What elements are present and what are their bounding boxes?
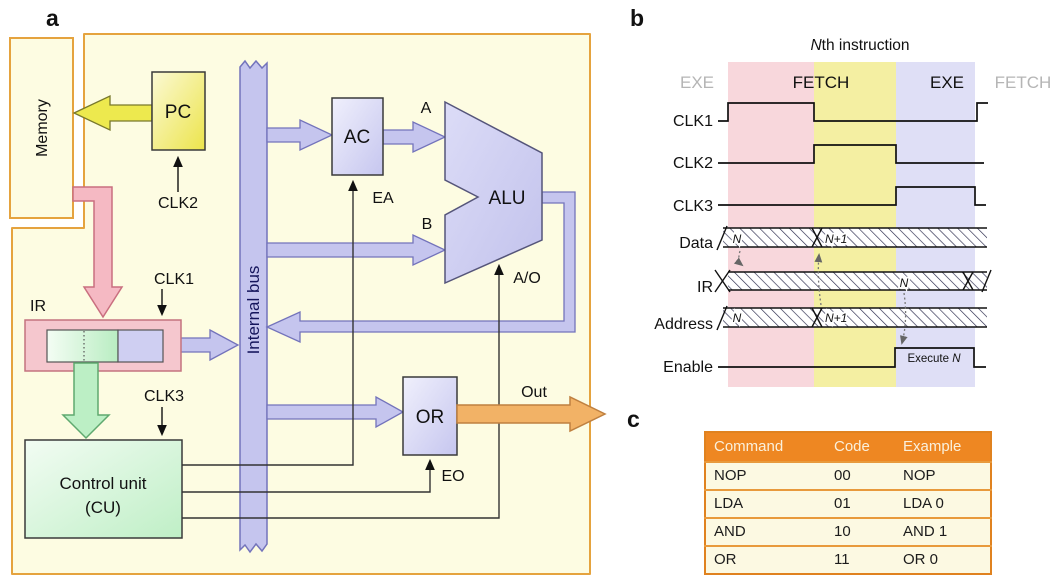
table-header-row: Command Code Example bbox=[705, 432, 991, 462]
ac-label: AC bbox=[344, 127, 370, 148]
table-row: AND 10 AND 1 bbox=[705, 517, 991, 546]
alu-output-path bbox=[265, 191, 576, 344]
ea-label: EA bbox=[372, 190, 394, 207]
signal-data: Data bbox=[679, 235, 713, 252]
or-label: OR bbox=[416, 407, 445, 428]
clk3-waveform bbox=[718, 186, 986, 206]
cu-label-line2: (CU) bbox=[85, 498, 121, 517]
clk3-label: CLK3 bbox=[144, 388, 184, 405]
ir-to-cu-arrow bbox=[61, 362, 111, 440]
panel-b-title: Nth instruction bbox=[810, 37, 909, 54]
bus-to-ac-arrow bbox=[266, 118, 334, 152]
clk2-label: CLK2 bbox=[158, 195, 198, 212]
signal-clk2: CLK2 bbox=[673, 155, 713, 172]
cu-label-line1: Control unit bbox=[60, 474, 147, 493]
pc-box bbox=[151, 71, 206, 151]
panel-c-label: c bbox=[627, 406, 640, 432]
eo-label: EO bbox=[441, 468, 464, 485]
memory-to-ir-arrow bbox=[72, 186, 124, 319]
ao-label: A/O bbox=[513, 270, 541, 287]
panel-b-timing: b Nth instruction EXE FETCH EXE FETCH CL… bbox=[630, 5, 1050, 387]
col-command: Command bbox=[705, 432, 826, 462]
band-fetch bbox=[728, 62, 814, 387]
signal-clk1: CLK1 bbox=[673, 113, 713, 130]
input-b-label: B bbox=[422, 216, 433, 233]
ir-to-enable-arrow bbox=[900, 292, 908, 345]
cu-eo-line bbox=[182, 458, 435, 493]
col-code: Code bbox=[826, 432, 895, 462]
panel-a-label: a bbox=[46, 5, 59, 31]
cu-ea-line bbox=[182, 179, 358, 466]
address-to-data-arrow bbox=[814, 253, 823, 306]
phase-exe: EXE bbox=[930, 73, 964, 92]
addr-val-n: N bbox=[733, 311, 742, 325]
or-out-arrow bbox=[456, 395, 607, 433]
ir-val-n: N bbox=[900, 276, 909, 290]
table-row: LDA 01 LDA 0 bbox=[705, 489, 991, 518]
pc-label: PC bbox=[165, 102, 191, 123]
enable-waveform bbox=[718, 347, 986, 368]
table-row: NOP 00 NOP bbox=[705, 461, 991, 490]
addr-val-n1: N+1 bbox=[825, 311, 847, 325]
address-bus-row: N N+1 bbox=[716, 305, 987, 331]
signal-address: Address bbox=[654, 316, 713, 333]
phase-fetch-next: FETCH bbox=[995, 73, 1050, 92]
alu-shape bbox=[444, 100, 543, 285]
clk2-waveform bbox=[718, 144, 984, 164]
bus-to-alu-b-arrow bbox=[266, 233, 447, 267]
memory-box bbox=[9, 37, 74, 219]
internal-bus-label: Internal bus bbox=[244, 266, 263, 355]
signal-ir: IR bbox=[697, 279, 713, 296]
bus-to-or-arrow bbox=[266, 395, 405, 429]
memory-label: Memory bbox=[34, 99, 51, 157]
ir-opcode-field bbox=[46, 329, 119, 363]
data-val-n: N bbox=[733, 232, 742, 246]
data-to-ir-arrow bbox=[733, 250, 744, 267]
ir-label: IR bbox=[30, 298, 46, 315]
out-label: Out bbox=[521, 384, 547, 401]
internal-bus bbox=[239, 59, 268, 554]
ac-to-alu-arrow bbox=[382, 120, 447, 154]
signal-enable: Enable bbox=[663, 359, 713, 376]
phase-exe-prev: EXE bbox=[680, 73, 714, 92]
phase-fetch: FETCH bbox=[793, 73, 850, 92]
data-val-n1: N+1 bbox=[825, 232, 847, 246]
panel-a-diagram: a Memory PC AC ALU OR Control unit (CU) bbox=[9, 5, 607, 575]
alu-label: ALU bbox=[489, 188, 526, 209]
ir-bus-row: N bbox=[714, 269, 992, 293]
data-bus-row: N N+1 bbox=[716, 225, 987, 251]
clk1-waveform bbox=[718, 102, 988, 122]
col-example: Example bbox=[895, 432, 991, 462]
instruction-table: Command Code Example NOP 00 NOP LDA 01 L… bbox=[704, 431, 992, 575]
cu-ao-line bbox=[182, 263, 504, 519]
ir-operand-field bbox=[117, 329, 164, 363]
ac-box bbox=[331, 97, 384, 176]
input-a-label: A bbox=[421, 100, 432, 117]
band-exe bbox=[896, 62, 975, 387]
enable-execute-label: Execute N bbox=[907, 353, 961, 365]
table-row: OR 11 OR 0 bbox=[705, 545, 991, 574]
clk1-label: CLK1 bbox=[154, 271, 194, 288]
cu-box bbox=[24, 439, 183, 539]
signal-clk3: CLK3 bbox=[673, 198, 713, 215]
band-fetch2 bbox=[814, 62, 896, 387]
panel-b-label: b bbox=[630, 5, 644, 31]
